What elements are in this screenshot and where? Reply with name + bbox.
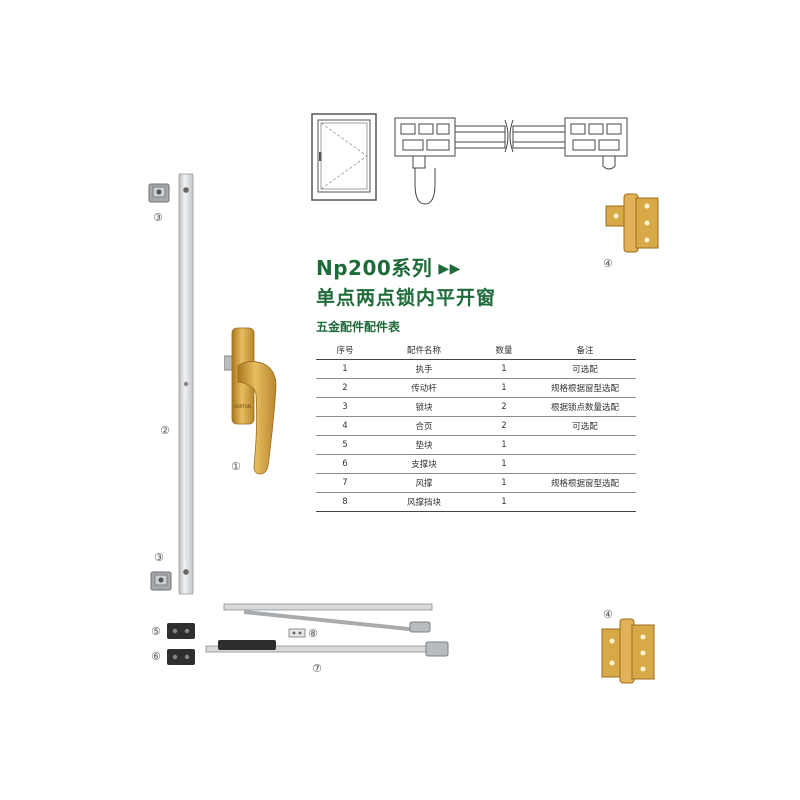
table-row: 3 锁块 2 根据锁点数量选配 (316, 397, 636, 417)
table-cell: 传动杆 (374, 378, 474, 398)
callout-6: ⑥ (151, 650, 161, 663)
table-row: 4 合页 2 可选配 (316, 416, 636, 436)
callout-7: ⑦ (312, 662, 322, 675)
profile-cross-section-diagram (394, 117, 628, 205)
table-cell: 根据锁点数量选配 (534, 397, 636, 417)
column-header: 配件名称 (374, 341, 474, 360)
table-cell (534, 492, 636, 512)
table-cell: 执手 (374, 359, 474, 379)
product-title: 单点两点锁内平开窗 (316, 287, 497, 309)
table-cell: 1 (474, 492, 534, 512)
table-row: 5 垫块 1 (316, 435, 636, 455)
table-cell: 1 (474, 454, 534, 474)
table-row: 6 支撑块 1 (316, 454, 636, 474)
transmission-rod-image (178, 173, 194, 595)
callout-8: ⑧ (308, 627, 318, 640)
callout-4-bottom: ④ (603, 608, 613, 621)
callout-4-top: ④ (603, 257, 613, 270)
lock-block-bottom-image (150, 571, 172, 591)
table-title: 五金配件配件表 (316, 320, 401, 334)
table-cell: 垫块 (374, 435, 474, 455)
callout-5: ⑤ (151, 625, 161, 638)
table-cell: 6 (316, 454, 374, 474)
table-cell: 1 (474, 359, 534, 379)
table-cell: 2 (474, 416, 534, 436)
callout-1: ① (231, 460, 241, 473)
column-header: 序号 (316, 341, 374, 360)
table-cell: 可选配 (534, 416, 636, 436)
table-cell: 7 (316, 473, 374, 493)
callout-3-bottom: ③ (154, 551, 164, 564)
spacer-block-image (167, 623, 195, 639)
table-cell: 4 (316, 416, 374, 436)
table-cell: 2 (316, 378, 374, 398)
table-cell: 3 (316, 397, 374, 417)
table-cell: 支撑块 (374, 454, 474, 474)
table-cell: 可选配 (534, 359, 636, 379)
friction-stay-image (205, 603, 449, 657)
table-cell: 风撑挡块 (374, 492, 474, 512)
table-cell: 风撑 (374, 473, 474, 493)
column-header: 备注 (534, 341, 636, 360)
table-row: 2 传动杆 1 规格根据窗型选配 (316, 378, 636, 398)
table-cell: 1 (474, 435, 534, 455)
stay-stopper-image (288, 628, 306, 638)
hinge-bottom-image (601, 618, 655, 684)
lock-block-top-image (148, 183, 170, 203)
table-header-row: 序号 配件名称 数量 备注 (316, 341, 636, 360)
table-cell: 8 (316, 492, 374, 512)
window-handle-image: VORTON (224, 327, 277, 475)
support-block-image (167, 649, 195, 665)
table-cell: 5 (316, 435, 374, 455)
series-title: Np200系列▶▶ (316, 256, 461, 280)
callout-2: ② (160, 424, 170, 437)
table-cell: 规格根据窗型选配 (534, 378, 636, 398)
parts-table: 序号 配件名称 数量 备注 1 执手 1 可选配 2 传动杆 1 规格根据窗型选… (316, 341, 636, 512)
hinge-top-image (605, 193, 659, 253)
svg-text:VORTON: VORTON (234, 404, 251, 409)
table-cell (534, 454, 636, 474)
table-row: 8 风撑挡块 1 (316, 492, 636, 512)
double-arrow-icon: ▶▶ (438, 261, 461, 277)
table-cell: 规格根据窗型选配 (534, 473, 636, 493)
table-cell (534, 435, 636, 455)
window-elevation-diagram (311, 113, 377, 201)
table-row: 7 风撑 1 规格根据窗型选配 (316, 473, 636, 493)
table-cell: 1 (316, 359, 374, 379)
table-cell: 1 (474, 473, 534, 493)
table-cell: 1 (474, 378, 534, 398)
table-cell: 2 (474, 397, 534, 417)
callout-3-top: ③ (153, 211, 163, 224)
table-cell: 锁块 (374, 397, 474, 417)
table-row: 1 执手 1 可选配 (316, 359, 636, 379)
table-cell: 合页 (374, 416, 474, 436)
column-header: 数量 (474, 341, 534, 360)
